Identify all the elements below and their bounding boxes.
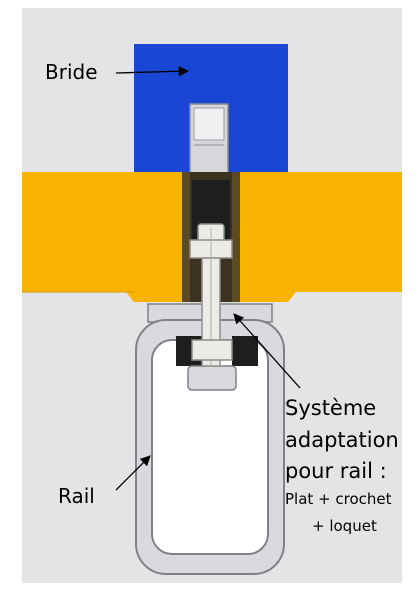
latch-plate: [187, 365, 237, 391]
plate-left: [22, 172, 182, 302]
bride-slot-insert: [193, 107, 225, 141]
label-systeme-line3: pour rail :: [285, 459, 387, 483]
arrow-systeme: [233, 313, 301, 389]
label-bride: Bride: [45, 60, 98, 84]
plate-right: [240, 172, 402, 302]
label-systeme-line5: + loquet: [312, 517, 377, 535]
label-systeme-line4: Plat + crochet: [285, 490, 392, 508]
bolt-washer: [191, 339, 233, 361]
label-systeme-line2: adaptation: [285, 428, 399, 452]
bore-lining-left: [182, 172, 190, 302]
label-rail: Rail: [58, 484, 95, 508]
arrow-rail: [115, 455, 151, 491]
label-systeme-line1: Système: [285, 396, 377, 420]
bore-lining-right: [232, 172, 240, 302]
arrow-bride: [115, 66, 190, 77]
latch-block-right: [232, 336, 258, 366]
